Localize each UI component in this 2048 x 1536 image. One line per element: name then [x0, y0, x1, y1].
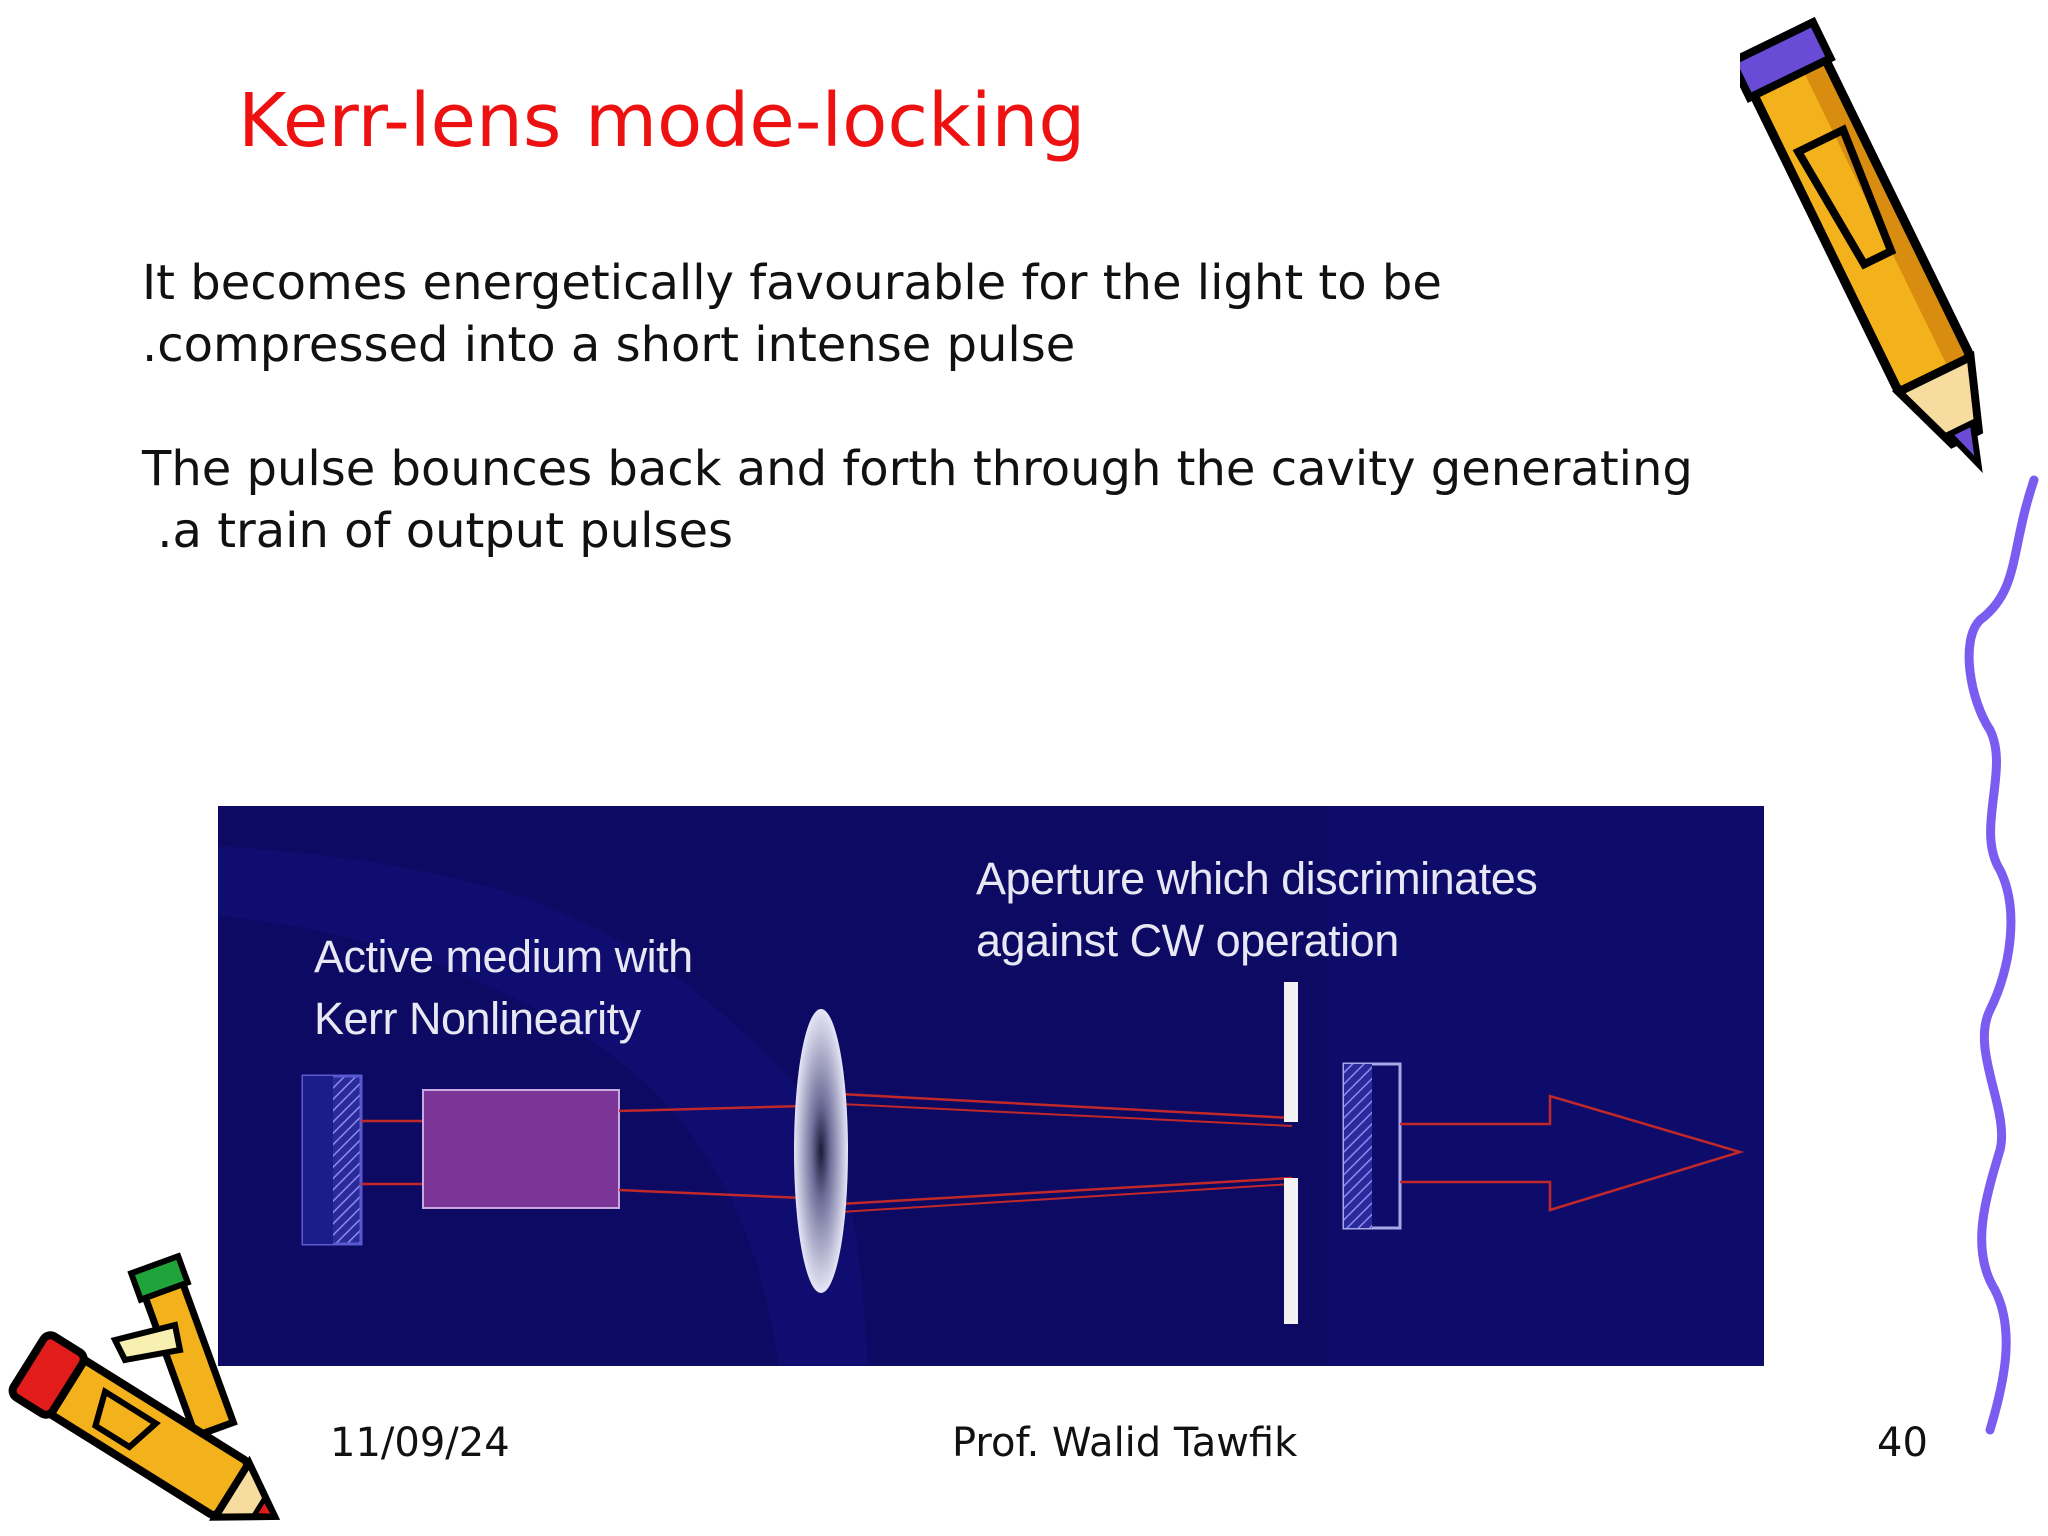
label-active-medium: Active medium with Kerr Nonlinearity [314, 931, 693, 1044]
beam-segment [618, 1104, 804, 1113]
kerr-lens [794, 1009, 848, 1293]
aperture-bottom [1284, 1178, 1298, 1324]
diagram-graphics [218, 806, 1764, 1366]
footer-author: Prof. Walid Tawfik [952, 1420, 1298, 1466]
output-mirror-coating [1344, 1064, 1372, 1228]
squiggle-line-icon [1964, 475, 2039, 1435]
beam-segment [839, 1103, 1293, 1127]
active-medium-crystal [422, 1089, 620, 1209]
beam-segment [618, 1188, 804, 1200]
aperture-top [1284, 982, 1298, 1122]
slide-title: Kerr-lens mode-locking [238, 78, 1086, 164]
pencils-bottom-left-icon [8, 1252, 281, 1521]
kerr-lens-diagram: Active medium with Kerr Nonlinearity Ape… [218, 806, 1764, 1366]
beam-segment [839, 1176, 1293, 1206]
left-mirror-front [303, 1076, 333, 1244]
output-pulse-arrow [1400, 1094, 1745, 1212]
background-swoosh [218, 846, 868, 1366]
paragraph-pulse-train: The pulse bounces back and forth through… [142, 441, 1693, 559]
beam-segment [839, 1092, 1293, 1120]
label-aperture: Aperture which discriminates against CW … [976, 853, 1538, 966]
footer-date: 11/09/24 [330, 1420, 510, 1466]
paragraph-compression: It becomes energetically favourable for … [142, 255, 1442, 373]
pencil-top-right-icon [1740, 16, 1984, 474]
footer-page-number: 40 [1877, 1420, 1928, 1466]
beam-segment [839, 1183, 1293, 1213]
